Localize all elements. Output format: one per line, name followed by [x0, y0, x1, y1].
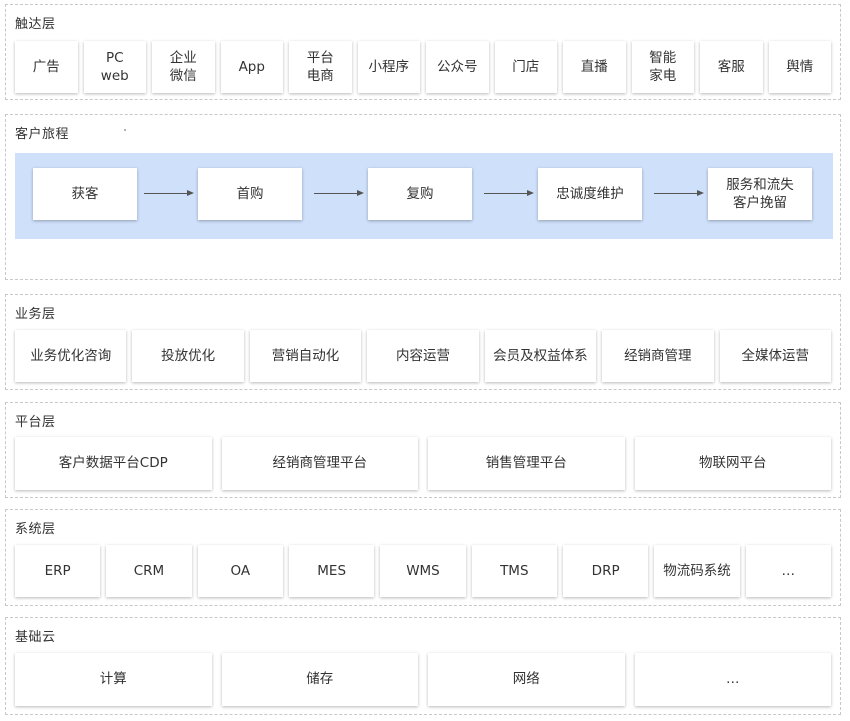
business-item-content-operation[interactable]: 内容运营	[367, 330, 479, 382]
touch-item-wecom[interactable]: 企业 微信	[152, 41, 215, 93]
cloud-item-more[interactable]: …	[634, 653, 831, 706]
system-item-mes[interactable]: MES	[288, 545, 375, 597]
arrow-right-icon	[654, 190, 704, 196]
business-item-ad-optimization[interactable]: 投放优化	[132, 330, 244, 382]
system-layer-title: 系统层	[15, 522, 56, 537]
cloud-layer-title: 基础云	[15, 630, 56, 645]
cloud-layer: 基础云 计算 储存 网络 …	[5, 617, 841, 715]
business-item-membership[interactable]: 会员及权益体系	[484, 330, 597, 382]
journey-band: 获客 首购 复购 忠诚度维护 服务和流失 客户挽留	[15, 153, 833, 239]
system-item-drp[interactable]: DRP	[562, 545, 649, 597]
business-layer: 业务层 业务优化咨询 投放优化 营销自动化 内容运营 会员及权益体系 经销商管理…	[5, 294, 841, 390]
cloud-item-compute[interactable]: 计算	[15, 653, 212, 706]
business-item-marketing-automation[interactable]: 营销自动化	[249, 330, 362, 382]
journey-step-first-purchase[interactable]: 首购	[198, 168, 302, 220]
journey-layer-title: 客户旅程	[15, 127, 70, 142]
touch-item-store[interactable]: 门店	[494, 41, 557, 93]
touch-item-label: 平台 电商	[306, 49, 334, 84]
system-item-crm[interactable]: CRM	[106, 545, 192, 597]
touch-item-customer-service[interactable]: 客服	[700, 41, 763, 93]
arrow-right-icon	[484, 190, 534, 196]
journey-step-label: 服务和流失 客户挽留	[726, 176, 794, 211]
system-item-tms[interactable]: TMS	[471, 545, 557, 597]
system-item-wms[interactable]: WMS	[380, 545, 466, 597]
touch-layer: 触达层 广告 PC web 企业 微信 App 平台 电商 小程序 公众号 门店…	[5, 4, 841, 100]
platform-item-sales-platform[interactable]: 销售管理平台	[428, 437, 625, 490]
platform-layer-title: 平台层	[15, 415, 56, 430]
journey-step-loyalty[interactable]: 忠诚度维护	[538, 168, 642, 220]
touch-item-mini-program[interactable]: 小程序	[357, 41, 420, 93]
platform-item-cdp[interactable]: 客户数据平台CDP	[15, 437, 212, 490]
touch-item-pc-web[interactable]: PC web	[83, 41, 146, 93]
journey-layer: 客户旅程 获客 首购 复购 忠诚度维护 服务和流失 客户挽留	[5, 114, 841, 280]
business-layer-title: 业务层	[15, 307, 56, 322]
system-item-more[interactable]: …	[745, 545, 831, 597]
touch-item-app[interactable]: App	[220, 41, 283, 93]
system-layer: 系统层 ERP CRM OA MES WMS TMS DRP 物流码系统 …	[5, 509, 841, 606]
touch-item-ad[interactable]: 广告	[15, 41, 78, 93]
business-item-omnimedia[interactable]: 全媒体运营	[719, 330, 831, 382]
touch-item-label: PC web	[100, 49, 129, 84]
business-item-dealer-management[interactable]: 经销商管理	[602, 330, 714, 382]
system-item-logistics-code[interactable]: 物流码系统	[654, 545, 740, 597]
touch-item-label: 企业 微信	[169, 49, 197, 84]
platform-item-dealer-platform[interactable]: 经销商管理平台	[221, 437, 418, 490]
platform-item-iot-platform[interactable]: 物联网平台	[634, 437, 831, 490]
cloud-item-network[interactable]: 网络	[428, 653, 625, 706]
decorative-dot	[124, 129, 126, 131]
system-item-erp[interactable]: ERP	[15, 545, 101, 597]
touch-item-public-opinion[interactable]: 舆情	[768, 41, 831, 93]
system-item-oa[interactable]: OA	[197, 545, 283, 597]
platform-layer: 平台层 客户数据平台CDP 经销商管理平台 销售管理平台 物联网平台	[5, 402, 841, 498]
journey-step-service-retention[interactable]: 服务和流失 客户挽留	[708, 168, 812, 220]
journey-step-repurchase[interactable]: 复购	[368, 168, 472, 220]
cloud-item-storage[interactable]: 储存	[221, 653, 418, 706]
arrow-right-icon	[314, 190, 364, 196]
journey-step-acquire[interactable]: 获客	[33, 168, 137, 220]
touch-item-live[interactable]: 直播	[563, 41, 626, 93]
touch-item-label: 智能 家电	[649, 49, 677, 84]
touch-item-platform-ecommerce[interactable]: 平台 电商	[289, 41, 352, 93]
touch-item-smart-appliance[interactable]: 智能 家电	[631, 41, 694, 93]
arrow-right-icon	[144, 190, 194, 196]
touch-layer-title: 触达层	[15, 17, 56, 32]
touch-item-official-account[interactable]: 公众号	[426, 41, 489, 93]
business-item-consulting[interactable]: 业务优化咨询	[15, 330, 127, 382]
